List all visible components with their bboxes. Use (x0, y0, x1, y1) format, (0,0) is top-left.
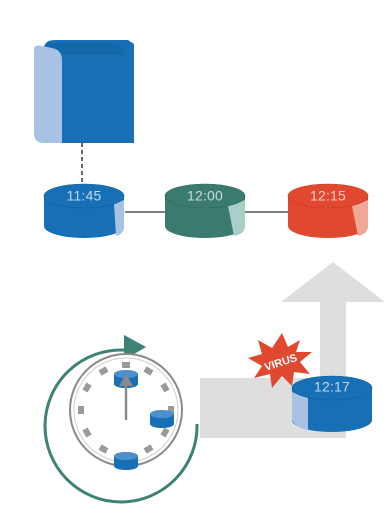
virus-burst-icon: VIRUS (248, 333, 312, 388)
rewind-ring (43, 348, 199, 504)
snapshot-time-label: 11:45 (67, 188, 102, 204)
snapshot-disk-1215: 12:15 (287, 183, 369, 238)
snapshot-disk-1217: 12:17 (291, 375, 373, 432)
clock-hand-tip (119, 374, 133, 386)
snapshot-time-label: 12:17 (314, 379, 350, 395)
clock-icon (43, 335, 199, 504)
snapshot-disk-1200: 12:00 (164, 183, 246, 238)
snapshot-disk-1145: 11:45 (43, 183, 125, 238)
snapshot-time-label: 12:15 (310, 188, 346, 204)
snapshot-time-label: 12:00 (187, 188, 223, 204)
server-icon (34, 40, 134, 143)
clock-disk-bottom (114, 452, 138, 470)
clock-disk-right (150, 410, 174, 428)
